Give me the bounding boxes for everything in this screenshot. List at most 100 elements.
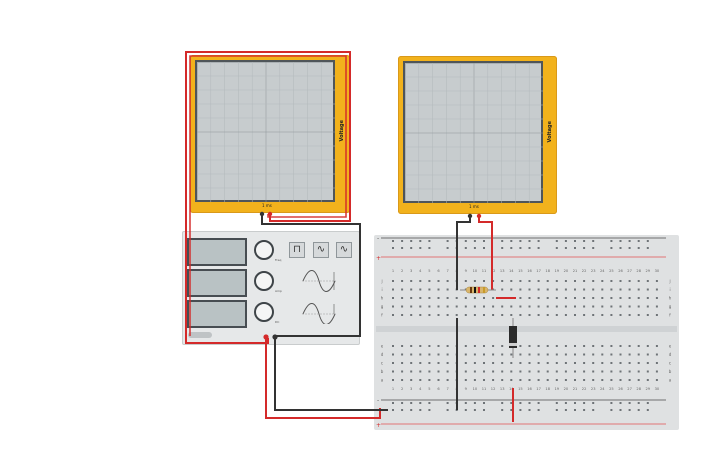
breadboard-hole[interactable] [637,288,640,291]
rail-hole[interactable] [419,409,422,411]
breadboard-hole[interactable] [501,362,504,364]
rail-hole[interactable] [628,247,631,249]
breadboard-hole[interactable] [537,379,540,381]
rail-hole[interactable] [619,409,622,411]
wire-black-scope-left-to-fg[interactable] [261,214,361,337]
breadboard-hole[interactable] [446,345,449,347]
rail-hole[interactable] [574,247,576,249]
rail-hole[interactable] [637,409,640,411]
breadboard-hole[interactable] [392,314,394,316]
rail-hole[interactable] [610,409,613,411]
rail-hole[interactable] [428,247,431,249]
breadboard-hole[interactable] [519,379,522,381]
breadboard-hole[interactable] [528,314,531,316]
rail-hole[interactable] [592,402,595,404]
breadboard-hole[interactable] [455,305,458,308]
rail-hole[interactable] [537,409,540,411]
breadboard-hole[interactable] [437,280,440,282]
rail-hole[interactable] [392,402,394,404]
breadboard-hole[interactable] [446,297,449,299]
breadboard-hole[interactable] [392,370,394,373]
breadboard-hole[interactable] [610,345,613,347]
breadboard-hole[interactable] [628,379,631,381]
breadboard-hole[interactable] [510,305,513,308]
rail-hole[interactable] [446,409,449,411]
rail-hole[interactable] [483,402,485,404]
breadboard-hole[interactable] [401,345,404,347]
breadboard[interactable] [374,235,679,430]
breadboard-hole[interactable] [601,314,604,316]
rail-hole[interactable] [401,247,404,249]
rail-hole[interactable] [528,240,531,242]
breadboard-hole[interactable] [546,288,549,291]
breadboard-hole[interactable] [637,345,640,347]
breadboard-hole[interactable] [619,362,622,364]
sine-wave-button[interactable]: ∿ [336,242,352,258]
rail-hole[interactable] [583,402,586,404]
breadboard-hole[interactable] [473,353,476,356]
rail-hole[interactable] [646,247,649,249]
breadboard-hole[interactable] [492,314,495,316]
breadboard-hole[interactable] [555,297,558,299]
rail-hole[interactable] [428,240,431,242]
breadboard-hole[interactable] [528,297,531,299]
rail-hole[interactable] [555,240,558,242]
rail-hole[interactable] [419,247,422,249]
breadboard-hole[interactable] [583,345,586,347]
rail-hole[interactable] [646,409,649,411]
breadboard-hole[interactable] [610,362,613,364]
rail-hole[interactable] [564,402,567,404]
breadboard-hole[interactable] [437,288,440,291]
fg-frequency-knob[interactable] [254,240,274,260]
breadboard-hole[interactable] [610,353,613,356]
breadboard-hole[interactable] [592,288,595,291]
breadboard-hole[interactable] [501,305,504,308]
breadboard-hole[interactable] [601,305,604,308]
breadboard-hole[interactable] [410,345,413,347]
breadboard-hole[interactable] [610,305,613,308]
breadboard-hole[interactable] [564,288,567,291]
breadboard-hole[interactable] [537,345,540,347]
breadboard-hole[interactable] [546,305,549,308]
rail-hole[interactable] [592,409,595,411]
breadboard-hole[interactable] [464,345,467,347]
rail-hole[interactable] [519,240,522,242]
breadboard-hole[interactable] [419,379,422,381]
breadboard-hole[interactable] [401,379,404,381]
breadboard-hole[interactable] [592,370,595,373]
breadboard-hole[interactable] [637,379,640,381]
breadboard-hole[interactable] [601,297,604,299]
breadboard-hole[interactable] [519,280,522,282]
breadboard-hole[interactable] [401,370,404,373]
breadboard-hole[interactable] [528,305,531,308]
scope-left-terminals[interactable] [259,211,273,217]
rail-hole[interactable] [510,247,513,249]
breadboard-hole[interactable] [392,280,394,282]
breadboard-hole[interactable] [537,314,540,316]
rail-hole[interactable] [392,409,394,411]
breadboard-hole[interactable] [492,370,495,373]
breadboard-hole[interactable] [410,353,413,356]
breadboard-hole[interactable] [483,353,485,356]
rail-hole[interactable] [428,402,431,404]
rail-hole[interactable] [555,409,558,411]
breadboard-hole[interactable] [655,305,658,308]
rail-hole[interactable] [637,247,640,249]
breadboard-hole[interactable] [419,288,422,291]
breadboard-hole[interactable] [592,314,595,316]
breadboard-hole[interactable] [610,280,613,282]
rail-hole[interactable] [510,402,513,404]
wire-red-fg-to-breadboard[interactable] [265,337,381,419]
breadboard-hole[interactable] [446,280,449,282]
breadboard-hole[interactable] [628,280,631,282]
rail-hole[interactable] [410,402,413,404]
breadboard-hole[interactable] [583,353,586,356]
breadboard-hole[interactable] [601,370,604,373]
breadboard-hole[interactable] [392,297,394,299]
breadboard-hole[interactable] [464,297,467,299]
breadboard-hole[interactable] [501,314,504,316]
breadboard-hole[interactable] [428,370,431,373]
breadboard-hole[interactable] [619,314,622,316]
rail-hole[interactable] [419,402,422,404]
